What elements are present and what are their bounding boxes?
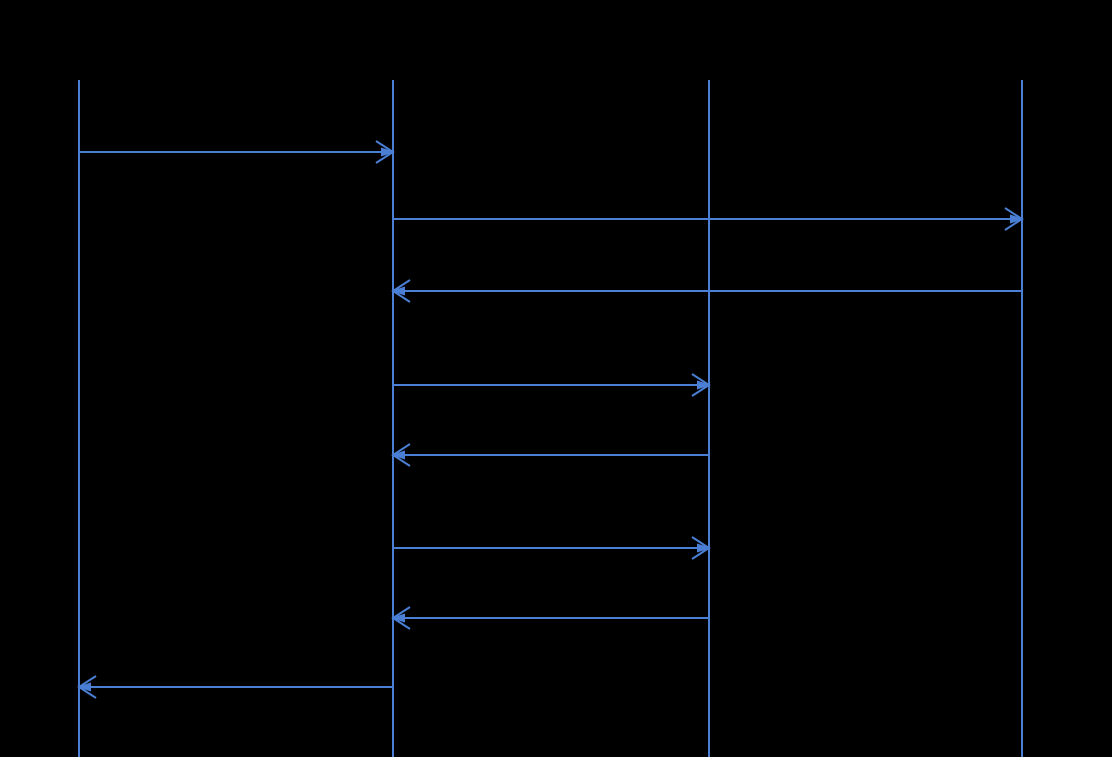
message-8[interactable]	[77, 675, 393, 699]
arrowhead-fill	[380, 147, 395, 157]
message-1[interactable]	[79, 140, 395, 164]
message-7[interactable]	[391, 606, 709, 630]
message-5[interactable]	[391, 443, 709, 467]
arrowhead-fill	[391, 286, 406, 296]
arrowhead-fill	[1009, 214, 1024, 224]
message-2[interactable]	[393, 207, 1024, 231]
arrowhead-fill	[77, 682, 92, 692]
arrowhead-fill	[696, 543, 711, 553]
lifelines-group	[78, 80, 1023, 757]
message-6[interactable]	[393, 536, 711, 560]
arrowhead-fill	[391, 613, 406, 623]
message-3[interactable]	[391, 279, 1022, 303]
arrowhead-fill	[696, 380, 711, 390]
message-4[interactable]	[393, 373, 711, 397]
messages-group	[77, 140, 1024, 699]
arrowhead-fill	[391, 450, 406, 460]
